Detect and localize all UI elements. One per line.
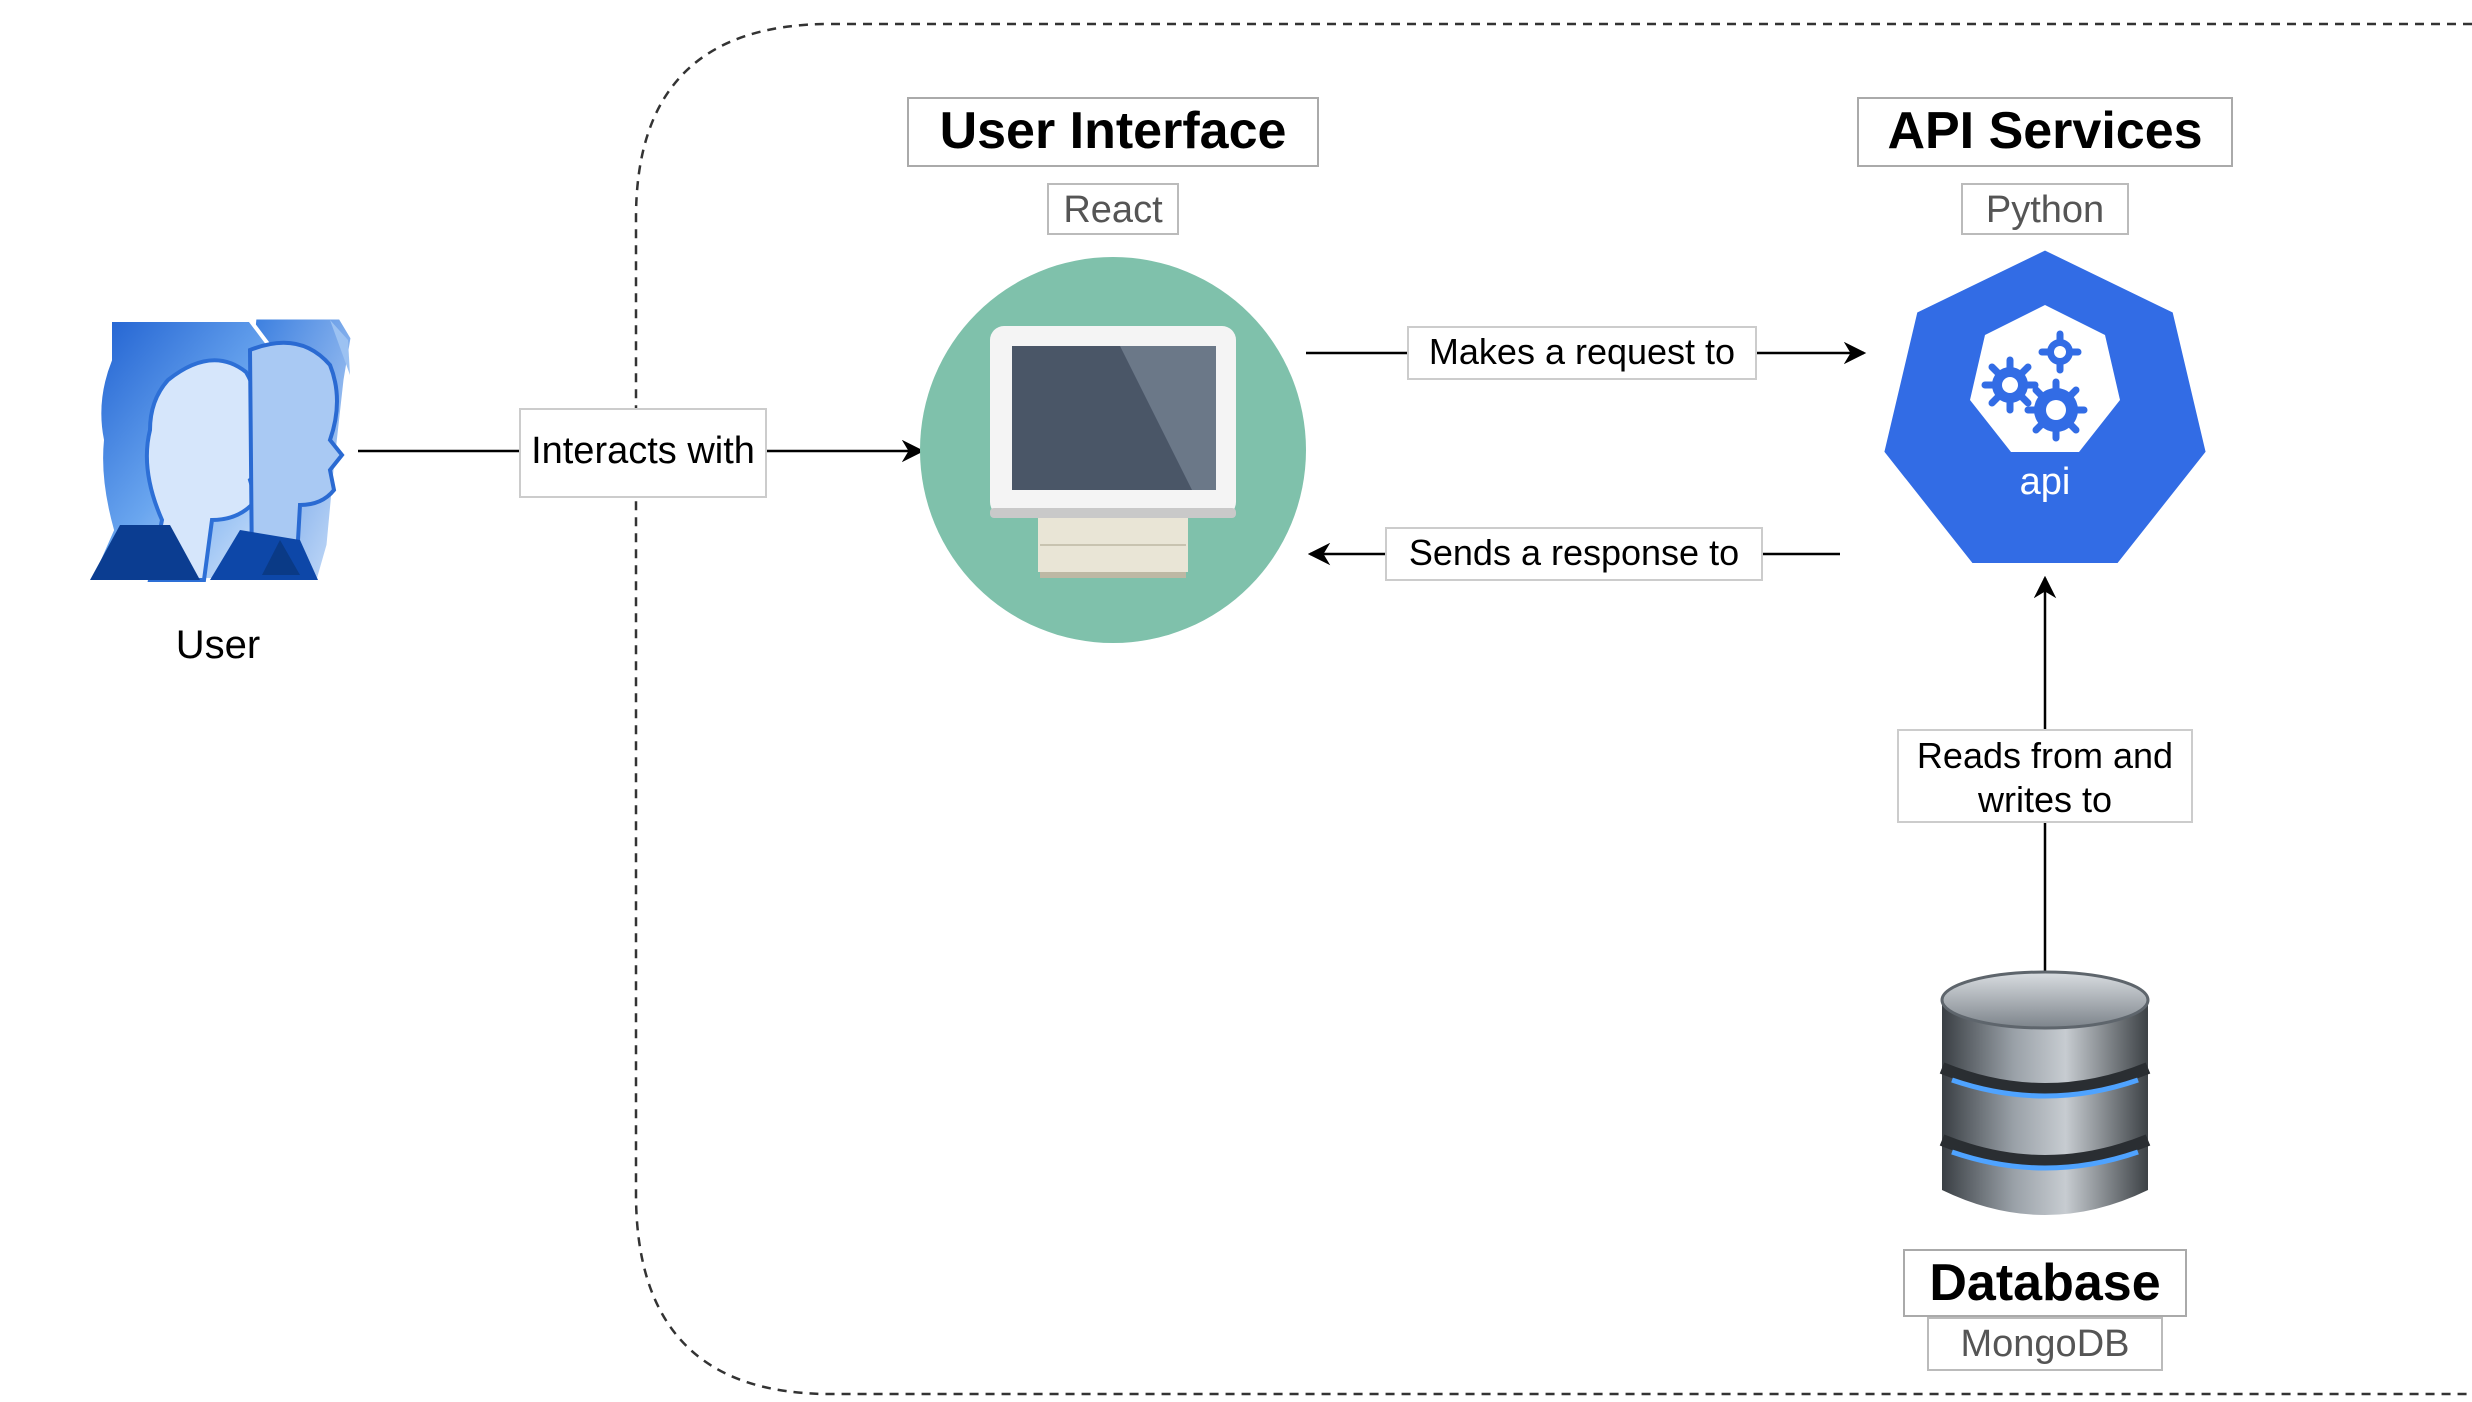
- user-node[interactable]: User: [86, 316, 354, 667]
- database-node[interactable]: Database MongoDB: [1903, 970, 2187, 1371]
- response-edge-label-box: [1385, 527, 1763, 581]
- api-tech-box: [1961, 183, 2129, 235]
- ui-tech: React: [1063, 189, 1163, 231]
- readwrite-edge-label-box: [1897, 729, 2193, 823]
- ui-title-box: [907, 97, 1319, 167]
- api-title: API Services: [1887, 102, 2202, 160]
- ui-tech-box: [1047, 183, 1179, 235]
- db-title-box: [1903, 1249, 2187, 1317]
- readwrite-edge-label-line2: writes to: [1977, 779, 2112, 820]
- monitor-icon: [920, 257, 1306, 643]
- api-icon-text: api: [2020, 461, 2071, 503]
- interacts-edge-label-box: [519, 408, 767, 498]
- api-tech: Python: [1986, 189, 2104, 231]
- system-boundary: [634, 22, 2472, 1396]
- response-edge-label: Sends a response to: [1409, 532, 1739, 573]
- api-gears-icon: api: [1873, 239, 2217, 573]
- interacts-edge-label: Interacts with: [531, 430, 755, 472]
- db-title: Database: [1929, 1254, 2160, 1312]
- api-title-box: [1857, 97, 2233, 167]
- db-tech: MongoDB: [1961, 1323, 2130, 1365]
- readwrite-edge-label-line1: Reads from and: [1917, 735, 2173, 776]
- user-interface-node[interactable]: User Interface React: [907, 97, 1319, 643]
- user-label: User: [176, 623, 260, 667]
- database-cylinder-icon: [1939, 970, 2151, 1215]
- ui-title: User Interface: [940, 102, 1287, 160]
- user-group-icon: [86, 316, 354, 582]
- request-edge-label-box: [1407, 326, 1757, 380]
- request-edge-label: Makes a request to: [1429, 331, 1735, 372]
- db-tech-box: [1927, 1317, 2163, 1371]
- api-services-node[interactable]: API Services Python: [1857, 97, 2233, 573]
